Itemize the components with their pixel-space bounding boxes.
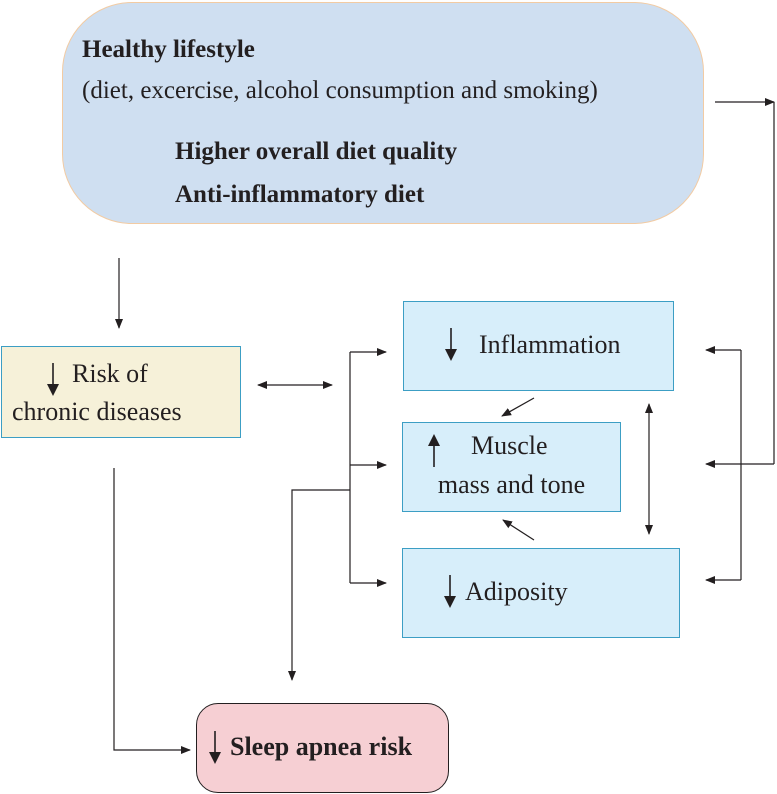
- muscle-line1: Muscle: [471, 431, 548, 460]
- chronic-diseases-box: Risk of chronic diseases: [1, 346, 241, 438]
- arrow-up-icon: [428, 434, 440, 467]
- arrow-inflammation-to-muscle: [501, 397, 535, 417]
- muscle-line2: mass and tone: [437, 470, 586, 499]
- adiposity-box: Adiposity: [402, 548, 680, 638]
- arrow-down-icon: [209, 731, 221, 764]
- arrow-chronic-to-sleep: [113, 468, 191, 754]
- arrow-down-icon: [445, 328, 457, 361]
- lifestyle-title: Healthy lifestyle: [82, 36, 255, 63]
- healthy-lifestyle-box: Healthy lifestyle (diet, excercise, alco…: [62, 2, 704, 224]
- inflammation-label: Inflammation: [479, 330, 621, 359]
- arrow-adiposity-to-muscle: [502, 519, 535, 541]
- chronic-line2: chronic diseases: [12, 397, 182, 426]
- anti-inflammatory-label: Anti-inflammatory diet: [175, 181, 425, 208]
- diet-quality-label: Higher overall diet quality: [175, 138, 458, 165]
- chronic-line1: Risk of: [72, 359, 148, 388]
- arrow-bus-to-sleep: [288, 489, 350, 681]
- arrow-down-icon: [444, 575, 456, 608]
- arrow-down-icon: [47, 363, 59, 396]
- muscle-box: Muscle mass and tone: [402, 422, 621, 512]
- lifestyle-subtitle: (diet, excercise, alcohol consumption an…: [82, 77, 598, 104]
- sleep-apnea-box: Sleep apnea risk: [196, 703, 449, 793]
- inflammation-box: Inflammation: [403, 301, 674, 391]
- sleep-apnea-label: Sleep apnea risk: [230, 732, 413, 761]
- adiposity-label: Adiposity: [465, 577, 568, 606]
